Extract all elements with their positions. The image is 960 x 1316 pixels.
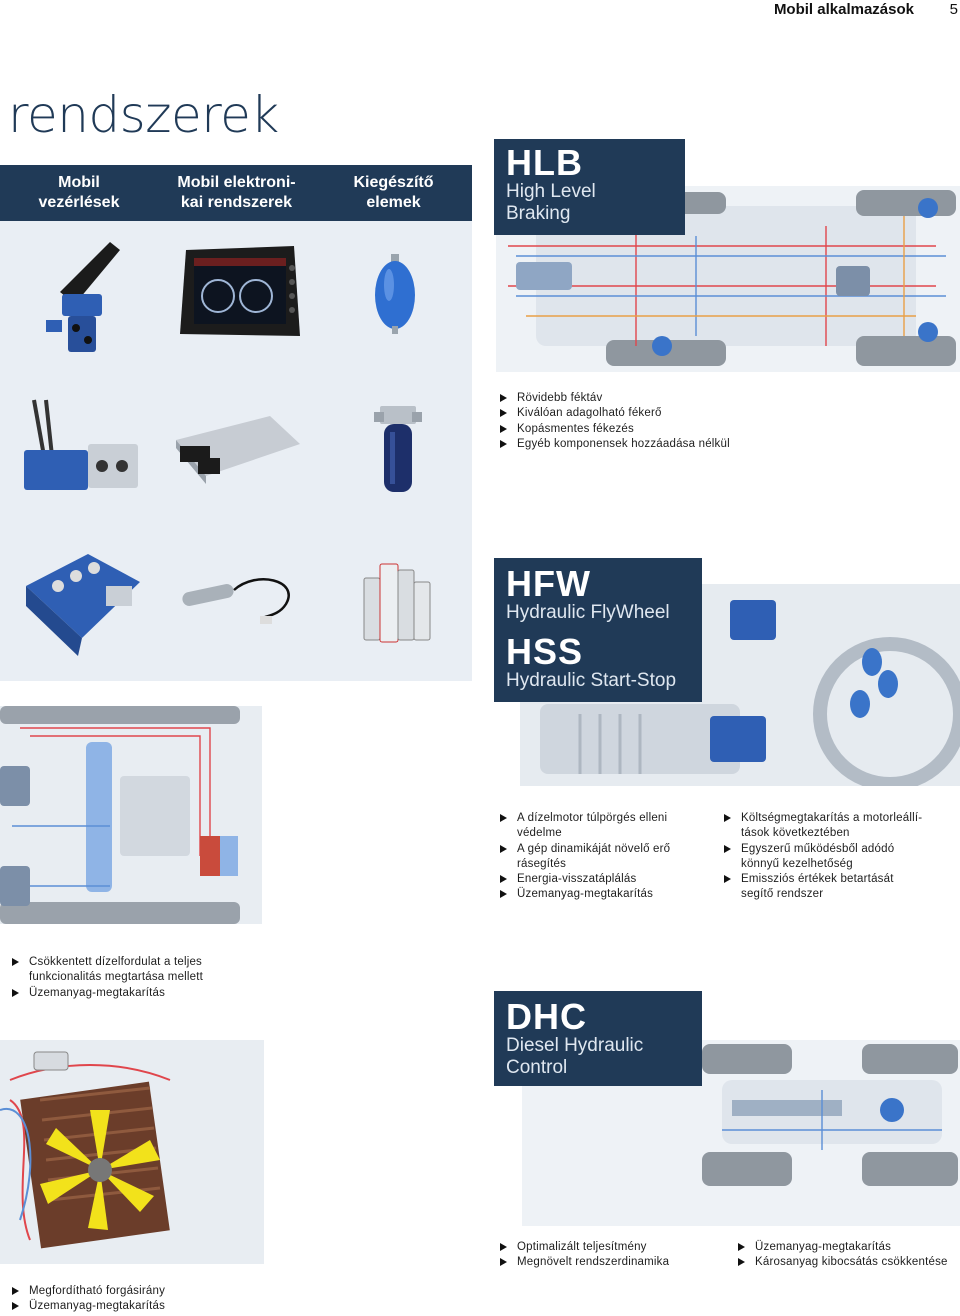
list-item: Kiválóan adagolható fékerő <box>500 406 730 421</box>
section-title: Mobil alkalmazások <box>773 1 914 18</box>
dhc-bullets-right: Üzemanyag-megtakarítás Károsanyag kibocs… <box>738 1240 948 1271</box>
list-item: Károsanyag kibocsátás csökkentése <box>738 1255 948 1270</box>
hlb-name-line1: High Level <box>506 181 596 202</box>
reversible-fan-illustration <box>0 1040 264 1264</box>
filter-elements-image <box>360 556 436 646</box>
list-item: Optimalizált teljesítmény <box>500 1240 669 1255</box>
list-item: Üzemanyag-megtakarítás <box>12 986 203 1001</box>
list-item: Egyéb komponensek hozzáadása nélkül <box>500 437 730 452</box>
dhc-label-box: DHC Diesel Hydraulic Control <box>494 991 702 1086</box>
list-item: Energia-visszatáplálás <box>500 872 670 887</box>
valve-block-image <box>18 396 148 506</box>
display-terminal-image <box>176 238 306 348</box>
hss-code: HSS <box>506 631 584 672</box>
list-item: Üzemanyag-megtakarítás <box>738 1240 948 1255</box>
page-title: rendszerek <box>8 86 279 144</box>
hss-name: Hydraulic Start-Stop <box>506 670 677 691</box>
hfw-bullets-right: Költségmegtakarítás a motorleállí-tások … <box>724 811 922 903</box>
hfw-hss-label-box: HFW Hydraulic FlyWheel HSS Hydraulic Sta… <box>494 558 702 702</box>
hfw-system-illustration <box>0 706 262 924</box>
foot-pedal-image <box>20 232 140 360</box>
dhc-name-line1: Diesel Hydraulic <box>506 1035 644 1056</box>
list-item: Költségmegtakarítás a motorleállí-tások … <box>724 811 922 842</box>
hfw-code: HFW <box>506 563 591 604</box>
filter-image <box>370 402 426 502</box>
hfw-name: Hydraulic FlyWheel <box>506 602 670 623</box>
control-unit-image <box>170 410 306 490</box>
list-item: Rövidebb féktáv <box>500 391 730 406</box>
list-item: Üzemanyag-megtakarítás <box>500 887 670 902</box>
directional-valve-image <box>18 546 148 662</box>
reversible-fan-bullets: Megfordítható forgásirány Üzemanyag-megt… <box>12 1284 165 1315</box>
sensor-image <box>176 570 302 626</box>
page-number: 5 <box>949 1 958 18</box>
hlb-label-box: HLB High Level Braking <box>494 139 685 235</box>
list-item: Üzemanyag-megtakarítás <box>12 1299 165 1314</box>
page-header: Mobil alkalmazások 5 <box>0 0 960 22</box>
dhc-bullets-left: Optimalizált teljesítmény Megnövelt rend… <box>500 1240 669 1271</box>
category-mobile-electronics: Mobil elektroni-kai rendszerek <box>158 165 315 221</box>
hlb-bullet-list: Rövidebb féktáv Kiválóan adagolható féke… <box>500 391 730 452</box>
list-item: Megnövelt rendszerdinamika <box>500 1255 669 1270</box>
accumulator-image <box>365 250 425 340</box>
hlb-name-line2: Braking <box>506 203 571 224</box>
dhc-name-line2: Control <box>506 1057 568 1078</box>
hlb-code: HLB <box>506 142 583 183</box>
dhc-code: DHC <box>506 996 587 1037</box>
list-item: Megfordítható forgásirány <box>12 1284 165 1299</box>
list-item: Kopásmentes fékezés <box>500 422 730 437</box>
